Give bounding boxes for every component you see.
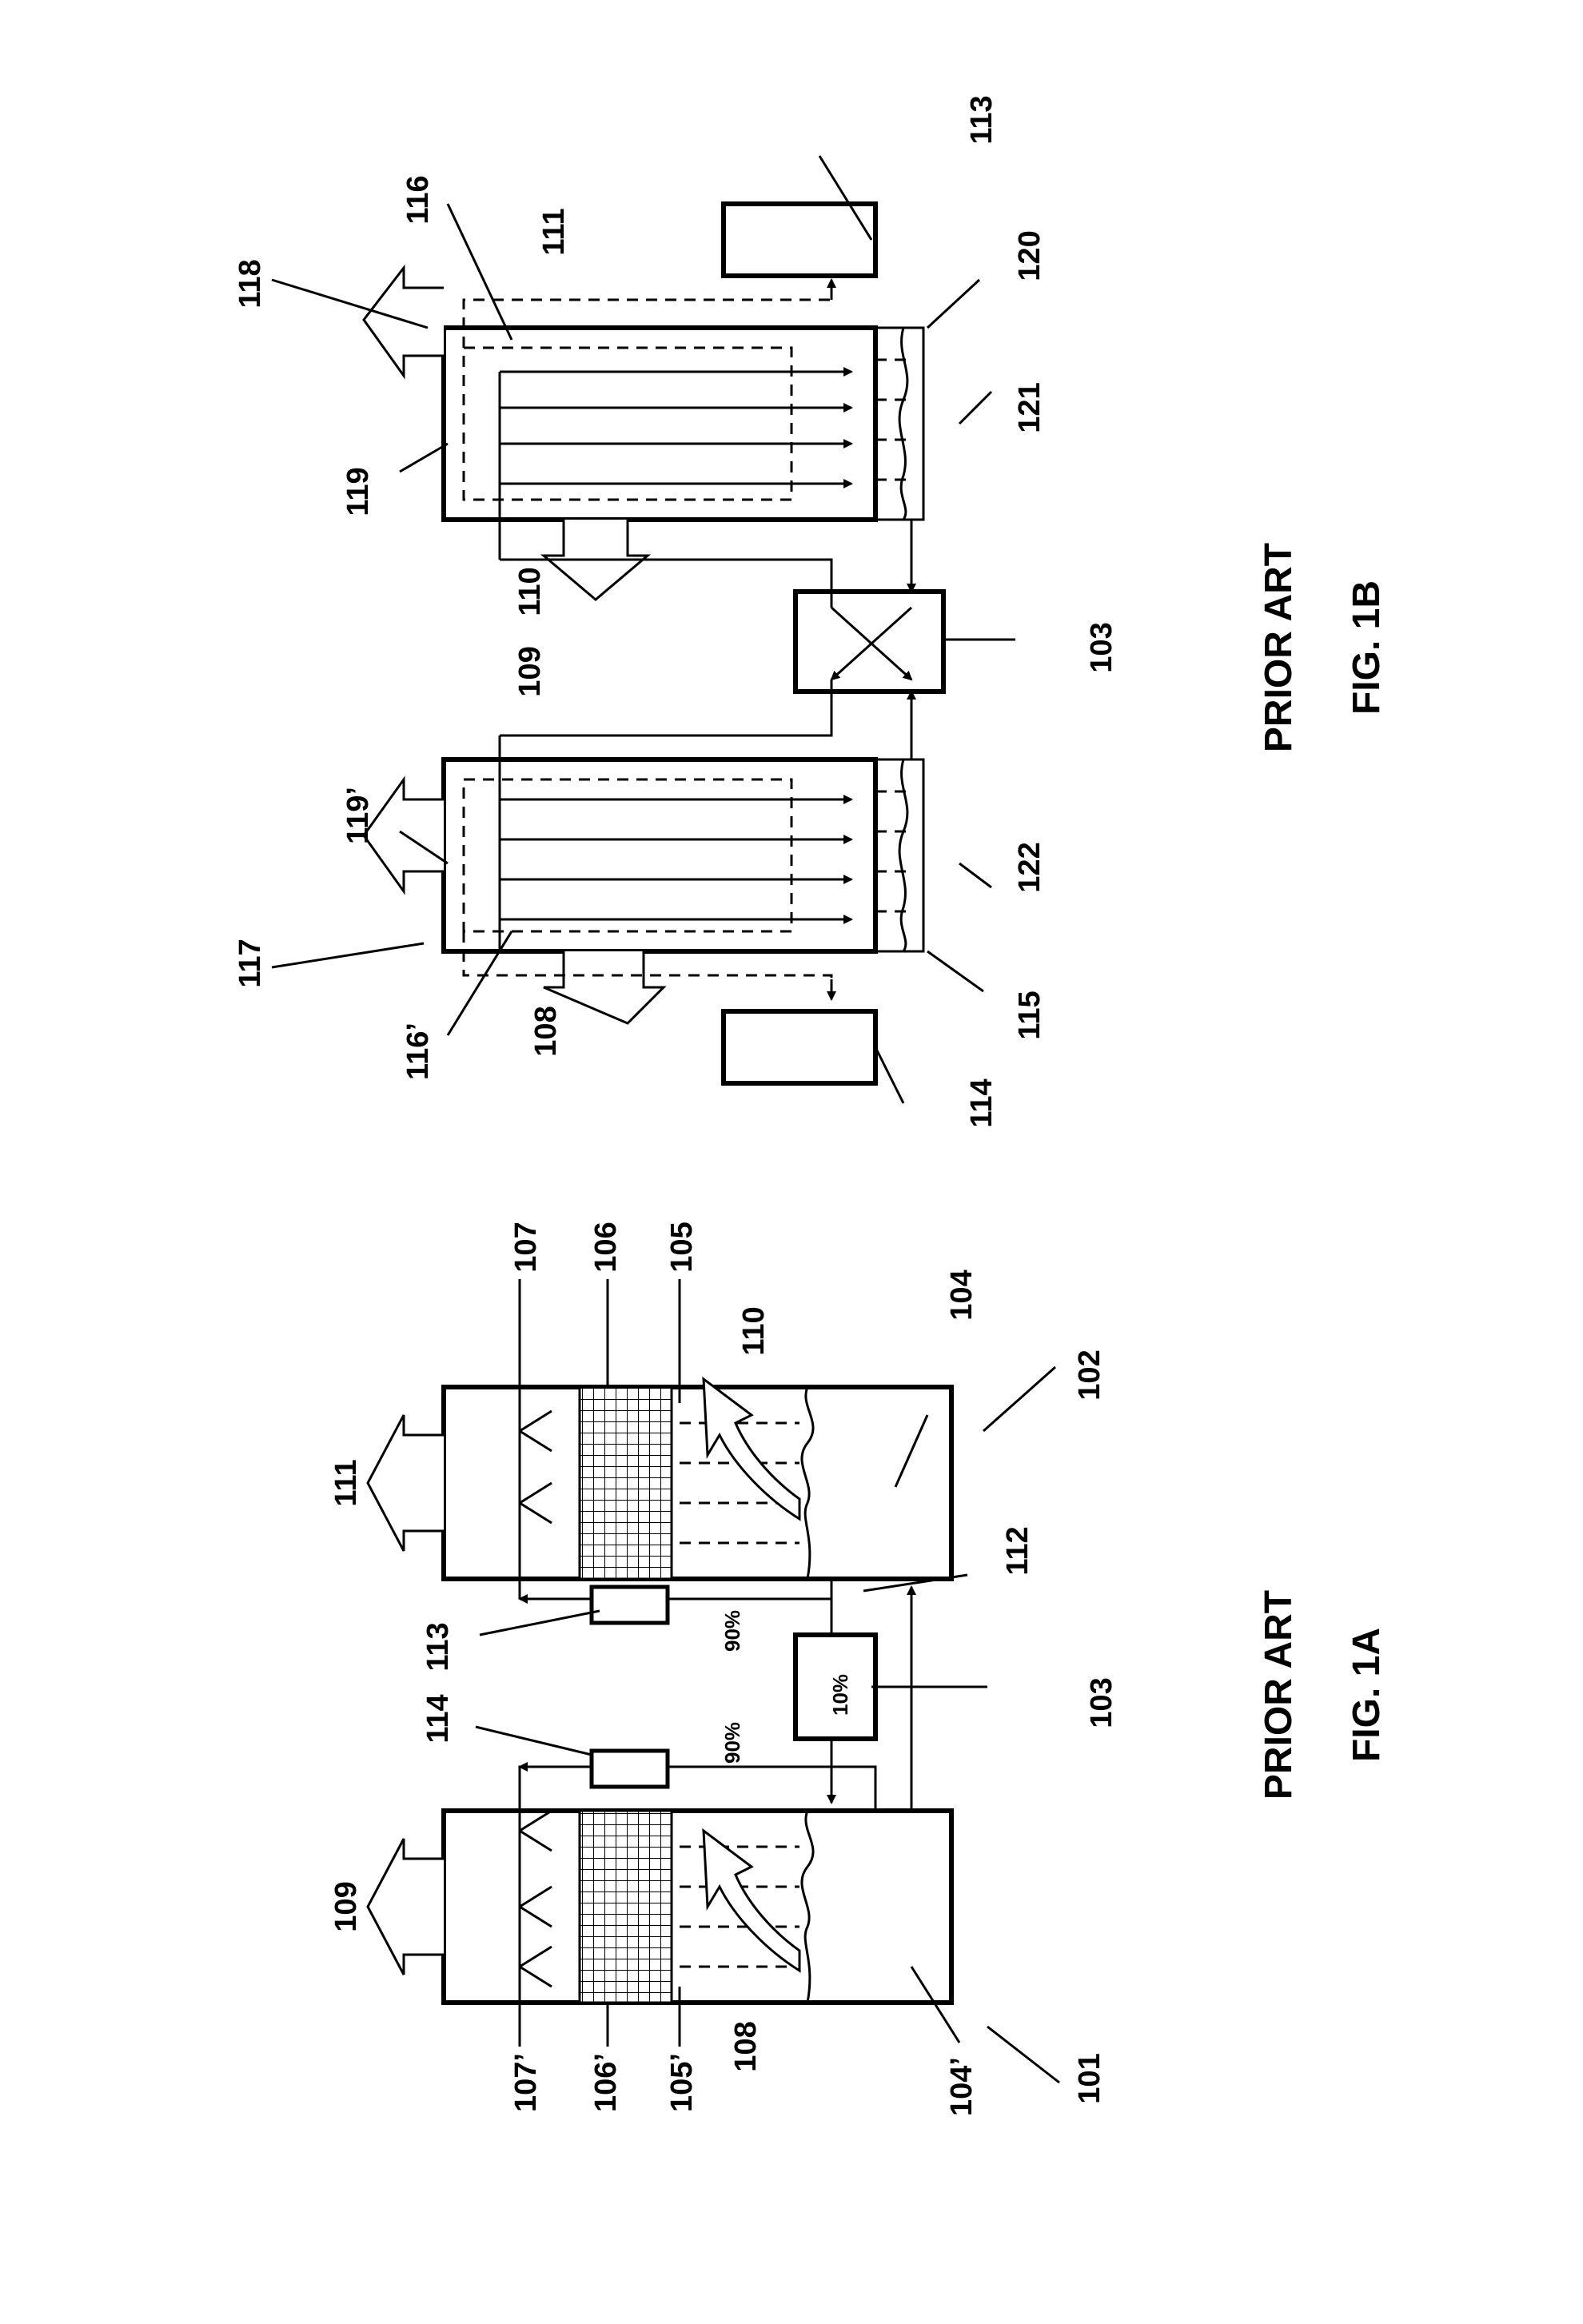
leader-lines-1a	[476, 1279, 1059, 2083]
ref-103: 103	[1085, 1677, 1118, 1728]
ref-119p: 119’	[341, 787, 375, 844]
ref-116p: 116’	[401, 1022, 435, 1080]
ref-109: 109	[329, 1881, 363, 1931]
outflow-arrow-111	[364, 268, 444, 376]
ref-120: 120	[1013, 230, 1047, 281]
unit-117	[364, 735, 923, 1023]
ref-labels-1a: 101 102 103 104 104’ 105 105’ 106 106’ 1…	[329, 1222, 1118, 2116]
ref-101: 101	[1073, 2053, 1107, 2103]
pump-114	[592, 1751, 668, 1787]
ref-102: 102	[1073, 1349, 1107, 1400]
ref-117: 117	[233, 939, 267, 987]
ref-107: 107	[509, 1222, 543, 1272]
ref-115: 115	[1013, 991, 1047, 1039]
unit-118	[364, 268, 923, 600]
ref-113b: 113	[965, 95, 999, 144]
ref-114: 114	[421, 1694, 455, 1743]
ref-108: 108	[729, 2021, 763, 2071]
ref-106: 106	[589, 1222, 623, 1272]
pct-right: 90%	[720, 1610, 744, 1652]
piping-1a	[520, 1579, 911, 1811]
tower-102	[368, 1379, 951, 1599]
figure-1b: 103 108 109 110 111 113 114 115 116 116’…	[233, 95, 1388, 1127]
inflow-arrow-108	[704, 1831, 799, 1971]
ref-113: 113	[421, 1622, 455, 1671]
fill-media-106	[580, 1387, 672, 1579]
ref-107p: 107’	[509, 2053, 543, 2112]
ref-122: 122	[1013, 842, 1047, 892]
ref-104p: 104’	[945, 2057, 979, 2116]
fill-media-106p	[580, 1811, 672, 2003]
caption-prior-art-1a: PRIOR ART	[1258, 1590, 1300, 1800]
ref-111: 111	[329, 1459, 363, 1506]
ref-111b: 111	[537, 208, 571, 255]
ref-110b: 110	[513, 567, 547, 616]
exhaust-arrow-109	[368, 1839, 444, 1975]
ref-114b: 114	[965, 1078, 999, 1127]
caption-fig-1b: FIG. 1B	[1346, 580, 1388, 715]
exhaust-arrow-111	[368, 1415, 444, 1551]
ref-119: 119	[341, 467, 375, 516]
box-113	[724, 204, 875, 276]
ref-105p: 105’	[665, 2053, 699, 2112]
pct-center: 10%	[828, 1674, 852, 1716]
tower-101	[368, 1771, 951, 2003]
ref-112: 112	[1001, 1526, 1035, 1575]
ref-109b: 109	[513, 646, 547, 696]
caption-prior-art-1b: PRIOR ART	[1258, 543, 1300, 752]
ref-116: 116	[401, 175, 435, 224]
ref-106p: 106’	[589, 2053, 623, 2112]
inflow-arrow-110	[704, 1379, 799, 1519]
pct-left: 90%	[720, 1722, 744, 1764]
ref-labels-1b: 103 108 109 110 111 113 114 115 116 116’…	[233, 95, 1118, 1127]
figure-1a: 10% 90% 90%	[329, 1222, 1388, 2116]
ref-104: 104	[945, 1270, 979, 1320]
ref-121: 121	[1013, 382, 1047, 433]
ref-103b: 103	[1085, 622, 1118, 672]
ref-108b: 108	[529, 1006, 563, 1056]
caption-fig-1a: FIG. 1A	[1346, 1628, 1388, 1762]
ref-118: 118	[233, 259, 267, 308]
ref-110: 110	[737, 1306, 771, 1355]
box-114	[724, 1011, 875, 1083]
pump-113	[592, 1587, 668, 1623]
ref-105: 105	[665, 1222, 699, 1272]
